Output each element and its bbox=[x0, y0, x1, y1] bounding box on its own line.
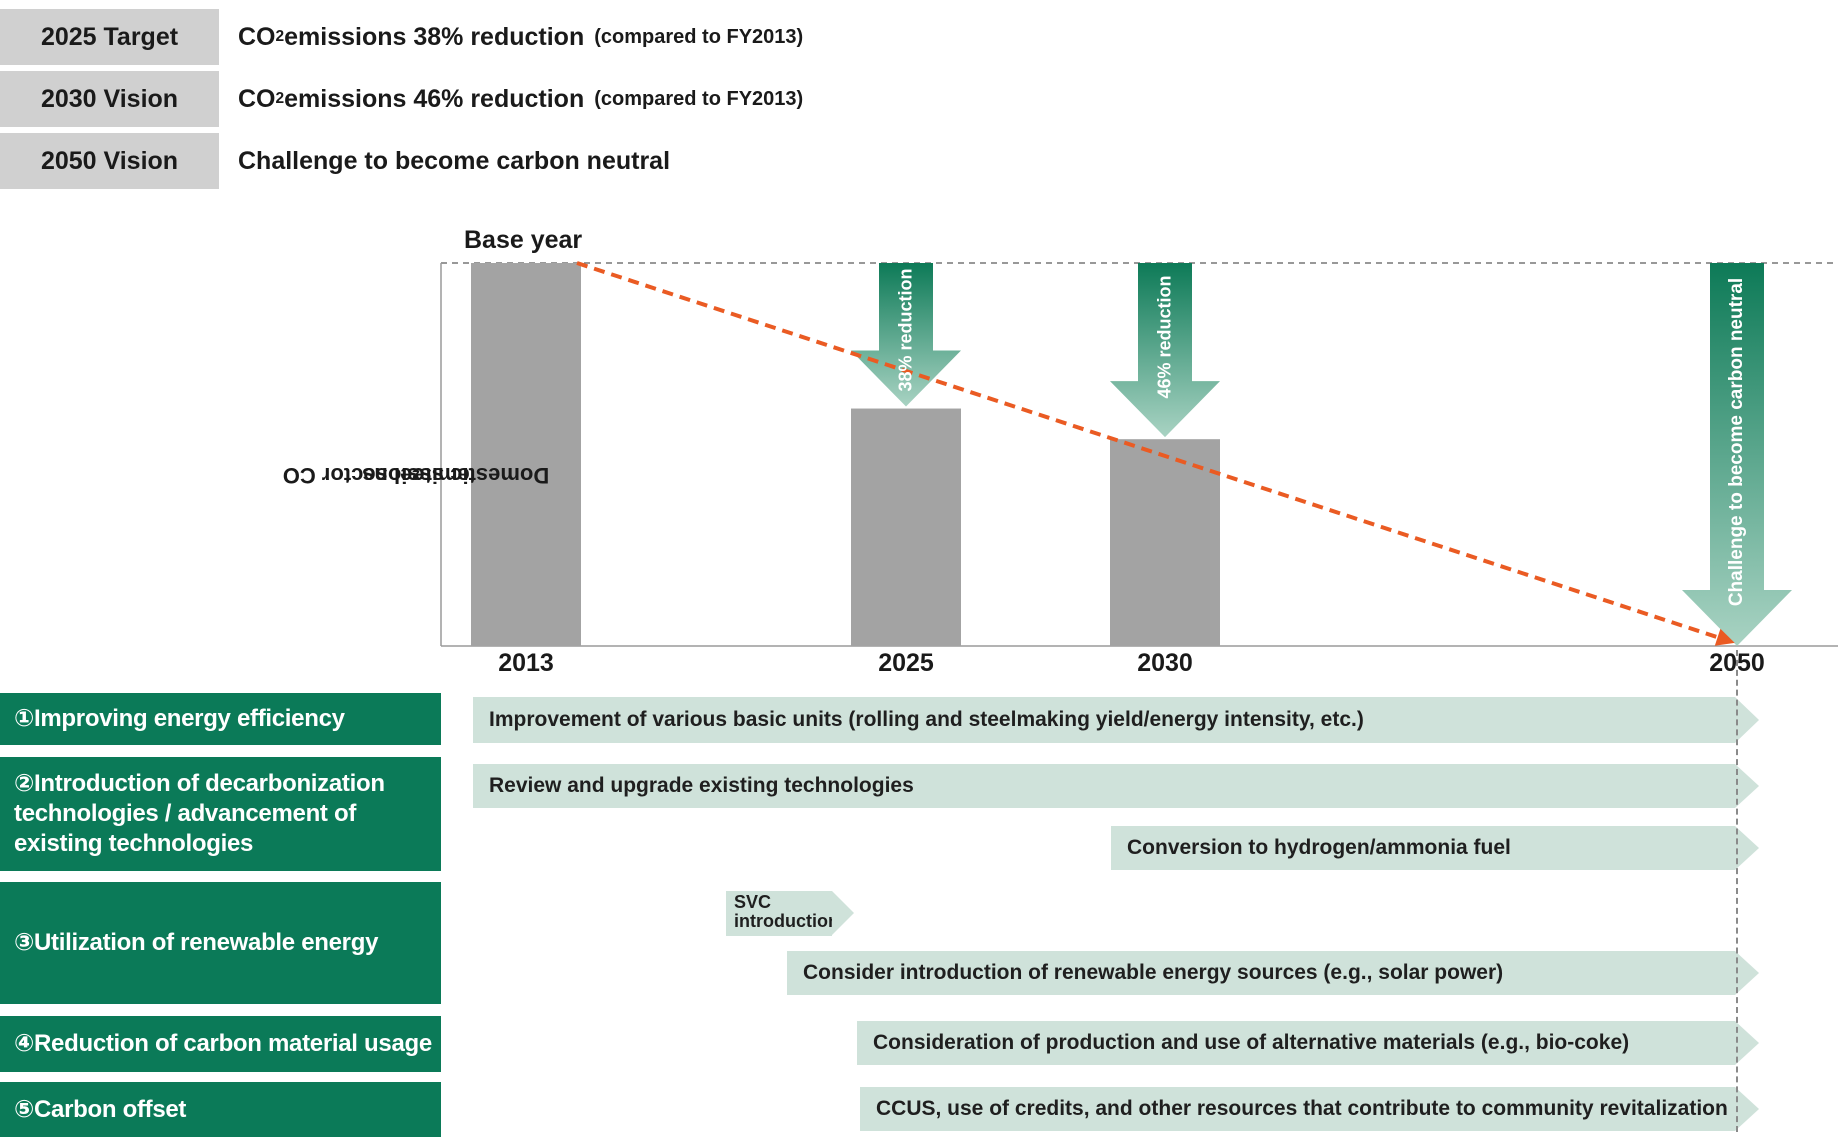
measure-bar: Improvement of various basic units (roll… bbox=[473, 697, 1759, 743]
measure-label-4: ④Reduction of carbon material usage bbox=[0, 1016, 441, 1072]
x-tick-label: 2013 bbox=[498, 649, 554, 677]
bar-2025 bbox=[851, 408, 961, 646]
measure-label-1: ①Improving energy efficiency bbox=[0, 693, 441, 745]
measure-bar: Consideration of production and use of a… bbox=[857, 1021, 1759, 1065]
x-tick-label: 2030 bbox=[1137, 649, 1193, 677]
target-label: 2030 Vision bbox=[0, 71, 219, 127]
trend-arrowhead bbox=[1714, 628, 1735, 646]
measure-bar: CCUS, use of credits, and other resource… bbox=[860, 1087, 1759, 1131]
measure-label-2: ②Introduction of decarbonization technol… bbox=[0, 757, 441, 871]
target-note: (compared to FY2013) bbox=[594, 25, 804, 48]
target-text: Challenge to become carbon neutral bbox=[238, 146, 671, 175]
svc-introduction-bar: SVC introduction bbox=[726, 891, 854, 936]
measure-bar: Review and upgrade existing technologies bbox=[473, 764, 1759, 808]
bar-2030 bbox=[1110, 439, 1220, 646]
measure-bar: Consider introduction of renewable energ… bbox=[787, 951, 1759, 995]
year-2050-guide-line bbox=[1736, 650, 1738, 1132]
arrow-label-text: 46% reduction bbox=[1154, 275, 1175, 399]
target-subscript: 2 bbox=[275, 90, 285, 107]
measure-label-5: ⑤Carbon offset bbox=[0, 1082, 441, 1137]
target-text-post: emissions 38% reduction bbox=[284, 22, 585, 51]
target-label: 2025 Target bbox=[0, 9, 219, 65]
x-tick-label: 2025 bbox=[878, 649, 934, 677]
arrow-label-text: 38% reduction bbox=[895, 268, 916, 392]
target-note: (compared to FY2013) bbox=[594, 87, 804, 110]
reduction-arrow-2050 bbox=[1682, 263, 1792, 646]
reduction-arrow-2025 bbox=[851, 263, 961, 407]
target-description: Challenge to become carbon neutral bbox=[238, 133, 680, 189]
target-text: CO bbox=[238, 84, 276, 113]
base-year-label: Base year bbox=[464, 226, 582, 254]
target-subscript: 2 bbox=[275, 28, 285, 45]
arrow-label-text: Challenge to become carbon neutral bbox=[1726, 277, 1747, 607]
bar-2013 bbox=[471, 263, 581, 646]
y-label-text-post: emissions bbox=[362, 463, 470, 488]
target-label: 2050 Vision bbox=[0, 133, 219, 189]
trend-line bbox=[576, 261, 1730, 643]
target-text: CO bbox=[238, 22, 276, 51]
measure-label-3: ③Utilization of renewable energy bbox=[0, 882, 441, 1004]
reduction-arrow-2030 bbox=[1110, 263, 1220, 438]
emissions-chart: Base year bbox=[440, 226, 1838, 647]
target-text-post: emissions 46% reduction bbox=[284, 84, 585, 113]
measure-bar: Conversion to hydrogen/ammonia fuel bbox=[1111, 826, 1759, 870]
